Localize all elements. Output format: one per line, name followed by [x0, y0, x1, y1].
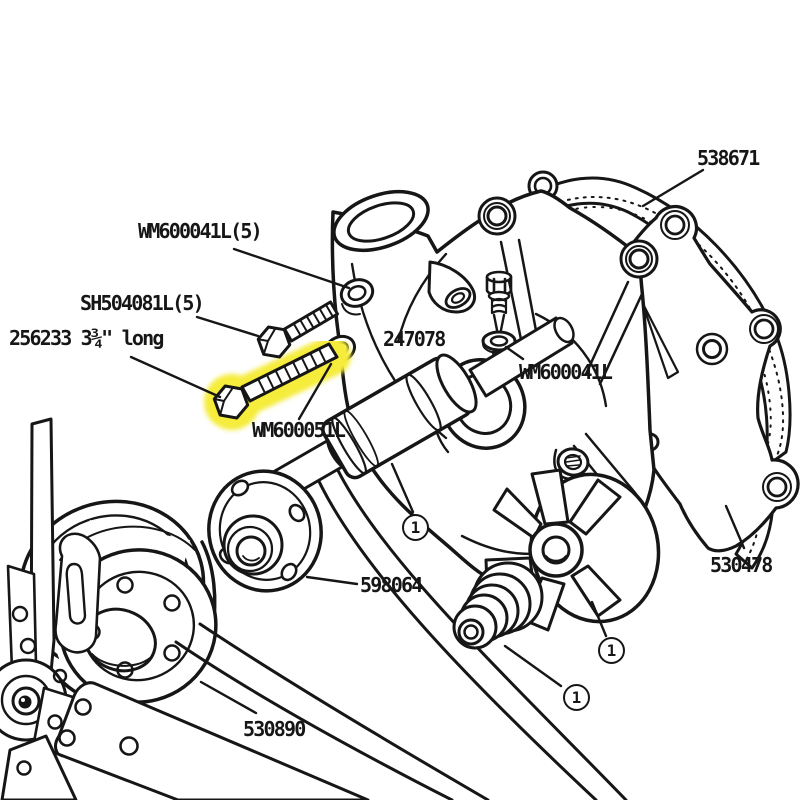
- leader-item-1-bearing: [390, 462, 415, 514]
- pump-ear-hole: [486, 205, 508, 227]
- seal-assembly: [452, 561, 544, 650]
- impeller: [484, 468, 661, 632]
- pump-ear-hole: [628, 248, 650, 270]
- leader-pulley: [199, 680, 258, 715]
- leader-screw-set: [195, 315, 260, 338]
- fan-arm-slot: [65, 562, 87, 625]
- outlet-neck-opening: [332, 189, 430, 253]
- hub-flange-598064: [207, 469, 323, 593]
- backplate-hole-ring: [660, 210, 690, 240]
- leader-hub-flange: [305, 575, 359, 586]
- belt-edge: [330, 456, 628, 800]
- leader-washer-single: [504, 345, 525, 361]
- fan-arm-left: [6, 564, 38, 672]
- leader-long-bolt: [129, 355, 222, 399]
- item-marker-seal: 1: [563, 684, 590, 711]
- backplate-washer-hole-inner: [702, 339, 722, 359]
- bypass-stub-opening: [444, 287, 472, 309]
- leader-washer-set: [232, 247, 351, 290]
- leader-item-1-seal: [503, 644, 563, 688]
- backplate-washer-hole: [695, 332, 729, 366]
- backplate-slot: [640, 300, 680, 380]
- fan: [0, 417, 370, 800]
- bolt-sh504081l: [256, 300, 339, 359]
- fan-belt-rear-run: [310, 456, 628, 800]
- bearing-ridge: [343, 409, 379, 468]
- label-adapter: 247078: [383, 327, 446, 351]
- fan-hub-bore: [18, 695, 32, 709]
- label-pulley: 530890: [243, 717, 306, 741]
- label-washer-set: WM600041L(5): [138, 219, 263, 243]
- adapter-taper-stem: [492, 313, 506, 332]
- label-hub-flange: 598064: [360, 573, 423, 597]
- flange-hub-bore: [235, 535, 267, 567]
- leader-gasket: [641, 168, 705, 208]
- flange-face-ring: [218, 481, 312, 581]
- fan-rivet: [74, 698, 92, 716]
- backplate-hole: [753, 318, 775, 340]
- belt-edge: [310, 464, 598, 800]
- bolt-256233-threads: [257, 348, 327, 394]
- backplate-hole: [664, 214, 686, 236]
- leader-item-1-impeller: [590, 600, 608, 638]
- backplate-hole-ring: [749, 314, 779, 344]
- bearing-ridge: [331, 416, 368, 475]
- backplate-hole: [766, 476, 788, 498]
- shaft-rear-cap: [553, 316, 575, 344]
- label-screw-set: SH504081L(5): [80, 291, 205, 315]
- bearing-end-cap: [435, 353, 478, 414]
- bearing-step: [405, 373, 442, 432]
- label-long-bolt: 256233 3¾" long: [9, 326, 164, 350]
- adapter-head-top: [485, 270, 513, 284]
- washer-wm600041l-set-seat: [339, 278, 375, 316]
- fan-rivet: [52, 668, 68, 684]
- label-long-bolt-washer: WM600051L: [252, 418, 346, 442]
- fan-blade-corner: [0, 734, 78, 800]
- impeller-hub-bore: [541, 535, 571, 565]
- seal-bore: [457, 618, 485, 646]
- fan-rivet: [58, 729, 76, 747]
- outlet-neck-bore: [346, 201, 416, 243]
- adapter-thread-coils: [490, 297, 508, 315]
- label-gasket: 538671: [697, 146, 760, 170]
- backplate-hole-ring: [762, 472, 792, 502]
- leader-backplate: [724, 504, 746, 550]
- leader-lines: [129, 168, 746, 715]
- bolt-256233: [212, 342, 339, 420]
- label-backplate: 530478: [710, 553, 773, 577]
- impeller-hub: [528, 522, 584, 578]
- bolt-sh-threads: [292, 303, 334, 337]
- item-marker-bearing: 1: [402, 514, 429, 541]
- item-marker-impeller: 1: [598, 637, 625, 664]
- bolt-sh-shank: [283, 300, 339, 343]
- leader-long-bolt-washer: [297, 362, 333, 421]
- fan-rivet: [119, 736, 139, 756]
- fan-belt-front-run: [174, 622, 490, 800]
- label-washer-single: WM600041L: [519, 360, 613, 384]
